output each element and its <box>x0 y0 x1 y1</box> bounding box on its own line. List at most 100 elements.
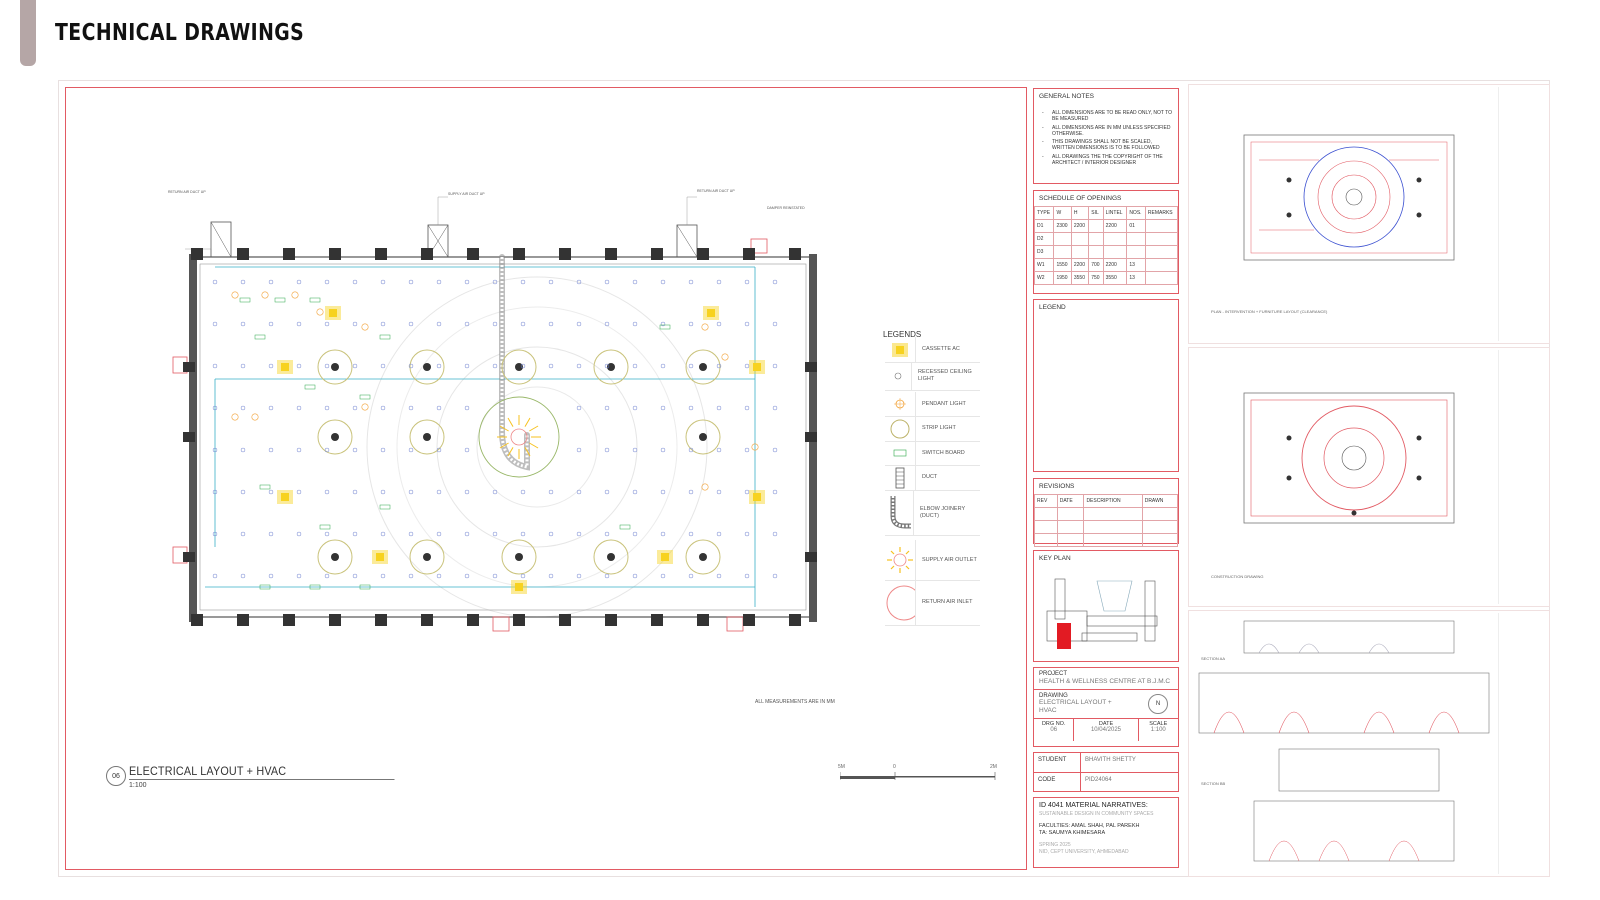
page-title: TECHNICAL DRAWINGS <box>55 20 305 46</box>
thumbnail-sections-drawing <box>1198 620 1490 862</box>
openings-cell <box>1053 232 1072 246</box>
column <box>423 553 431 561</box>
recessed-light <box>240 531 246 537</box>
legend-item: DUCT <box>885 465 980 491</box>
legend-item: CASSETTE AC <box>885 337 980 363</box>
recessed-light <box>548 363 554 369</box>
column <box>329 248 341 260</box>
switch-board <box>379 504 391 510</box>
openings-cell: 01 <box>1126 219 1146 233</box>
recessed-light <box>380 447 386 453</box>
legend-item: ELBOW JOINERY (DUCT) <box>885 490 980 536</box>
strip-light <box>409 419 445 455</box>
supply-duct-label: SUPPLY AIR DUCT UP <box>448 192 485 196</box>
cassette-ac <box>703 306 719 320</box>
recessed-light <box>660 405 666 411</box>
recessed-light <box>744 279 750 285</box>
recessed-light <box>744 363 750 369</box>
openings-cell <box>1102 245 1128 259</box>
legend-item: SWITCH BOARD <box>885 441 980 466</box>
strip-light <box>501 539 537 575</box>
openings-cell: 3550 <box>1102 271 1128 285</box>
drawing-title-block: 06 ELECTRICAL LAYOUT + HVAC 1:100 <box>106 764 424 789</box>
recessed-light <box>324 279 330 285</box>
switch-board <box>359 584 371 590</box>
recessed-light <box>492 531 498 537</box>
recessed-light <box>268 531 274 537</box>
recessed-light <box>240 321 246 327</box>
recessed-light <box>352 531 358 537</box>
legend-item-label: SUPPLY AIR OUTLET <box>922 556 977 563</box>
openings-cell <box>1144 245 1179 259</box>
supply-air-outlet <box>510 428 528 446</box>
legend-item-label: PENDANT LIGHT <box>922 400 966 407</box>
column <box>183 552 195 562</box>
recessed-light <box>520 531 526 537</box>
recessed-light <box>268 489 274 495</box>
switch-board <box>254 334 266 340</box>
recessed-light <box>296 531 302 537</box>
recessed-light <box>408 363 414 369</box>
recessed-light <box>240 573 246 579</box>
switch-board <box>309 584 321 590</box>
recessed-light <box>548 531 554 537</box>
pendant-light <box>701 483 709 491</box>
supply-air-ray <box>524 417 531 427</box>
column <box>697 248 709 260</box>
recessed-light <box>212 531 218 537</box>
recessed-light <box>268 363 274 369</box>
recessed-light <box>744 447 750 453</box>
recessed-light <box>744 405 750 411</box>
strip-light <box>478 396 560 478</box>
pendant-light <box>751 443 759 451</box>
pendant-light <box>361 403 369 411</box>
recessed-light <box>688 405 694 411</box>
recessed-light <box>772 321 778 327</box>
cassette-ac <box>657 550 673 564</box>
legend-item: SUPPLY AIR OUTLET <box>885 540 980 581</box>
course-subtitle: SUSTAINABLE DESIGN IN COMMUNITY SPACES <box>1039 811 1154 817</box>
date-value: 10/04/2025 <box>1090 727 1121 733</box>
strip-light <box>409 349 445 385</box>
recessed-light <box>324 531 330 537</box>
thumbnail-construction-sheet: CONSTRUCTION DRAWING <box>1188 347 1550 607</box>
recessed-light <box>464 279 470 285</box>
drg-no-label: DRG NO. <box>1041 721 1066 727</box>
student-panel: STUDENT BHAVITH SHETTY CODE PID24064 <box>1033 752 1179 792</box>
recessed-light <box>632 363 638 369</box>
recessed-light <box>688 363 694 369</box>
openings-col-header: H <box>1070 206 1090 220</box>
recessed-light <box>436 279 442 285</box>
revisions-col-header: DRAWN <box>1141 494 1179 508</box>
recessed-light <box>436 321 442 327</box>
recessed-light <box>688 573 694 579</box>
legend-item-label: DUCT <box>922 474 938 481</box>
recessed-light <box>324 447 330 453</box>
recessed-light <box>352 363 358 369</box>
scale-label: SCALE <box>1149 721 1168 727</box>
openings-col-header: REMARKS <box>1144 206 1179 220</box>
column <box>651 614 663 626</box>
recessed-light <box>324 321 330 327</box>
drawing-title: ELECTRICAL LAYOUT + HVAC <box>129 764 395 780</box>
switch-board <box>239 297 251 303</box>
recessed-light <box>296 405 302 411</box>
pendant-light <box>721 353 729 361</box>
recessed-light <box>604 321 610 327</box>
openings-col-header: TYPE <box>1033 206 1055 220</box>
course-term: SPRING 2025 <box>1039 842 1071 848</box>
column <box>375 248 387 260</box>
recessed-light <box>380 489 386 495</box>
column <box>237 614 249 626</box>
project-panel: PROJECT HEALTH & WELLNESS CENTRE AT B.J.… <box>1033 667 1179 747</box>
recessed-light <box>492 489 498 495</box>
legend-panel-heading: LEGEND <box>1039 304 1066 311</box>
duct-icon <box>885 465 916 490</box>
openings-cell <box>1144 232 1179 246</box>
openings-cell: 13 <box>1126 258 1146 272</box>
recessed-light <box>716 279 722 285</box>
openings-cell: 2200 <box>1070 258 1090 272</box>
